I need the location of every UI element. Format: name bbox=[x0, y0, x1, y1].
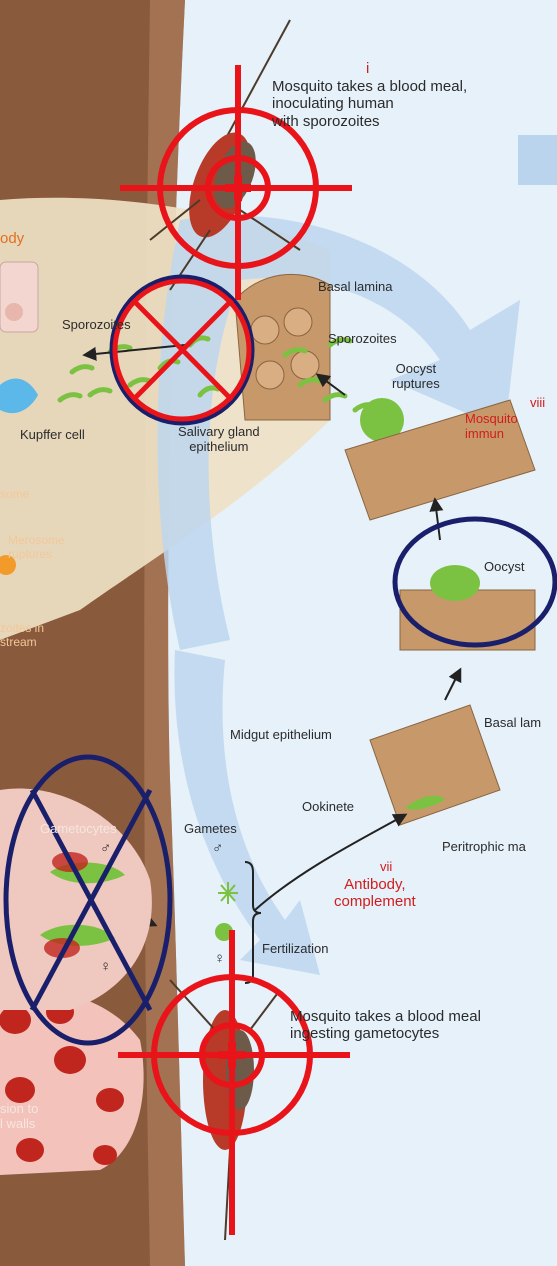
oocyst-ruptures-label: Oocyst ruptures bbox=[392, 362, 440, 392]
peritrophic-matrix-label: Peritrophic ma bbox=[442, 840, 526, 855]
hepatocyte-nucleus bbox=[5, 303, 23, 321]
sporozoites-right-label: Sporozoites bbox=[328, 332, 397, 347]
adhesion-partial-label: sion to l walls bbox=[0, 1102, 38, 1132]
midgut-epithelium-label: Midgut epithelium bbox=[230, 728, 332, 743]
body-partial-label: ody bbox=[0, 230, 24, 247]
male-gametocyte-symbol: ♂ bbox=[100, 840, 111, 857]
stage-i-numeral: i bbox=[366, 60, 369, 77]
oocyst-label: Oocyst bbox=[484, 560, 524, 575]
mosquito-immunity-label: Mosquito immun bbox=[465, 412, 518, 442]
hepatocyte bbox=[0, 262, 38, 332]
merosome-partial-label: some bbox=[0, 488, 29, 502]
basal-lamina-label: Basal lamina bbox=[318, 280, 392, 295]
sporozoites-left-label: Sporozoites bbox=[62, 318, 131, 333]
bloodstream-partial-label: zoites in stream bbox=[0, 622, 44, 650]
ookinete-label: Ookinete bbox=[302, 800, 354, 815]
basal-lamina-right-label: Basal lam bbox=[484, 716, 541, 731]
salivary-gland-label: Salivary gland epithelium bbox=[178, 425, 260, 455]
fertilization-label: Fertilization bbox=[262, 942, 328, 957]
stage-viii-numeral: viii bbox=[530, 396, 545, 411]
mosquito-ingests-label: Mosquito takes a blood meal ingesting ga… bbox=[290, 1008, 481, 1043]
gametes-label: Gametes bbox=[184, 822, 237, 837]
antibody-complement-label: Antibody, complement bbox=[334, 876, 416, 911]
stage-vii-numeral: vii bbox=[380, 860, 392, 875]
gametocytes-label: Gametocytes bbox=[40, 822, 117, 837]
mosquito-inoculates-label: Mosquito takes a blood meal, inoculating… bbox=[272, 78, 467, 130]
microgamete-asterisk bbox=[218, 882, 238, 904]
female-gamete-symbol: ♀ bbox=[214, 950, 225, 967]
male-gamete-symbol: ♂ bbox=[212, 840, 223, 857]
kupffer-cell-label: Kupffer cell bbox=[20, 428, 85, 443]
merosome-ruptures-label: Merosome ruptures bbox=[8, 534, 65, 562]
legend-box-partial bbox=[518, 135, 557, 185]
female-gametocyte-symbol: ♀ bbox=[100, 958, 111, 975]
